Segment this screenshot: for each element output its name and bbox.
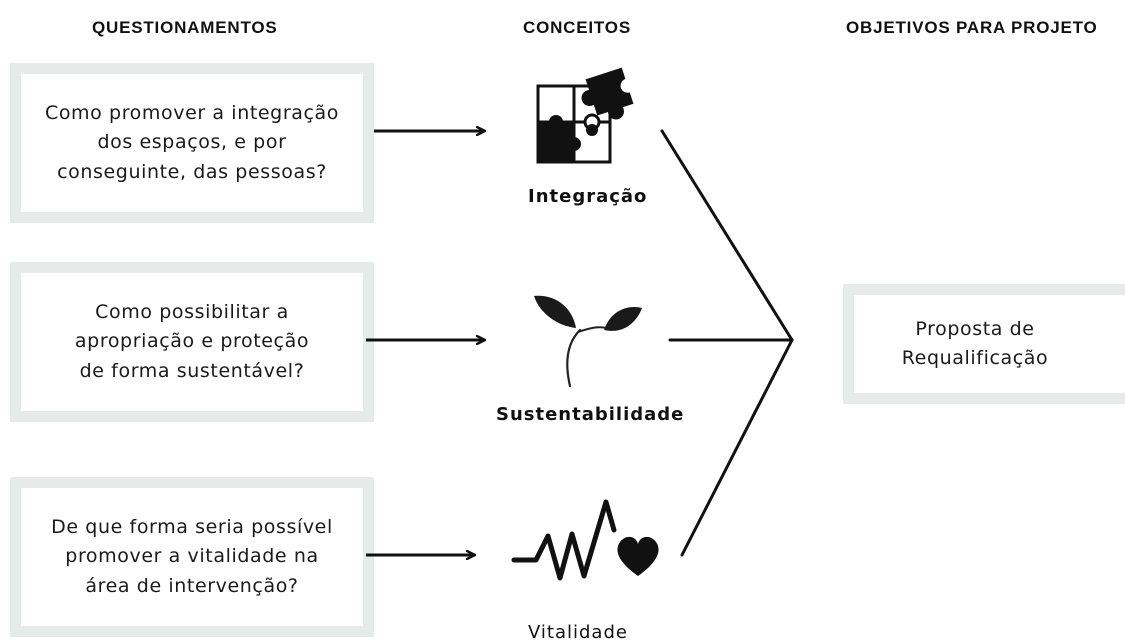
line-integracao-to-objective (660, 129, 794, 342)
question-box-sustentabilidade: Como possibilitar a apropriação e proteç… (10, 262, 374, 422)
question-box-vitalidade: De que forma seria possível promover a v… (10, 477, 374, 637)
concept-label-integracao: Integração (528, 186, 648, 207)
header-questionamentos: QUESTIONAMENTOS (92, 18, 278, 37)
question-text: Como possibilitar a apropriação e proteç… (74, 300, 310, 382)
concept-label-vitalidade: Vitalidade (528, 622, 628, 643)
header-objetivos: OBJETIVOS PARA PROJETO (846, 18, 1098, 37)
heartbeat-heart-icon (511, 499, 659, 581)
line-vitalidade-to-objective (680, 338, 794, 557)
header-conceitos: CONCEITOS (523, 18, 631, 37)
question-text: Como promover a integração dos espaços, … (44, 101, 340, 183)
concept-label-sustentabilidade: Sustentabilidade (496, 404, 685, 425)
objective-text: Proposta de Requalificação (901, 317, 1049, 369)
objective-box: Proposta de Requalificação (843, 284, 1125, 404)
question-text: De que forma seria possível promover a v… (51, 515, 333, 597)
question-box-integracao: Como promover a integração dos espaços, … (10, 63, 374, 223)
sprout-icon (534, 295, 642, 388)
puzzle-icon (536, 67, 635, 164)
